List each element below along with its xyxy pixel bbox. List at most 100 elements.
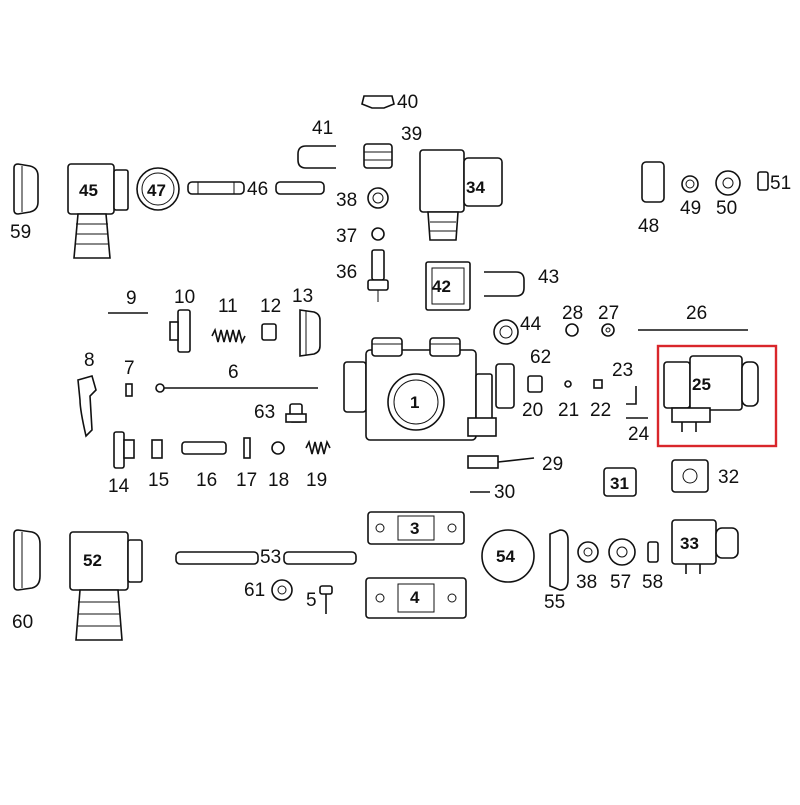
label-52: 52: [83, 551, 102, 570]
part-6[interactable]: [155, 383, 318, 393]
part-10[interactable]: [169, 309, 191, 353]
label-8: 8: [84, 350, 95, 371]
part-63[interactable]: [285, 403, 307, 423]
label-50: 50: [716, 198, 737, 219]
label-22: 22: [590, 400, 611, 421]
part-52[interactable]: [69, 531, 143, 641]
part-58[interactable]: [647, 541, 659, 563]
part-29[interactable]: [467, 455, 535, 469]
part-31[interactable]: [603, 467, 637, 497]
part-14[interactable]: [113, 431, 135, 469]
part-61[interactable]: [271, 579, 293, 601]
part-23[interactable]: [626, 386, 637, 405]
label-25: 25: [692, 375, 711, 394]
part-45[interactable]: [67, 163, 129, 259]
label-57: 57: [610, 572, 631, 593]
part-60[interactable]: [13, 529, 41, 591]
label-49: 49: [680, 198, 701, 219]
part-43[interactable]: [484, 271, 525, 297]
label-54: 54: [496, 547, 515, 566]
label-19: 19: [306, 470, 327, 491]
part-48[interactable]: [641, 161, 665, 203]
part-34[interactable]: [419, 149, 503, 241]
label-53: 53: [260, 547, 281, 568]
part-20[interactable]: [527, 375, 543, 393]
part-21[interactable]: [564, 380, 572, 388]
label-31: 31: [610, 474, 629, 493]
part-13[interactable]: [299, 309, 321, 357]
part-39[interactable]: [363, 143, 393, 169]
label-21: 21: [558, 400, 579, 421]
label-11: 11: [218, 296, 238, 317]
part-25-solenoid[interactable]: [663, 355, 759, 432]
part-27[interactable]: [601, 323, 615, 337]
part-19[interactable]: [305, 439, 331, 455]
label-60: 60: [12, 612, 33, 633]
label-34: 34: [466, 178, 485, 197]
part-38[interactable]: [367, 187, 389, 209]
label-41: 41: [312, 118, 333, 139]
label-9: 9: [126, 288, 137, 309]
label-14: 14: [108, 476, 130, 497]
label-5: 5: [306, 590, 317, 611]
part-50[interactable]: [715, 170, 741, 196]
part-44[interactable]: [493, 319, 519, 345]
part-22[interactable]: [593, 379, 603, 389]
label-39: 39: [401, 124, 422, 145]
label-33: 33: [680, 534, 699, 553]
part-54[interactable]: [481, 529, 535, 583]
label-29: 29: [542, 454, 563, 475]
part-51[interactable]: [757, 171, 769, 191]
label-51: 51: [770, 173, 791, 194]
part-3-gasket[interactable]: [367, 511, 465, 545]
label-43: 43: [538, 267, 559, 288]
label-37: 37: [336, 226, 357, 247]
label-40: 40: [397, 92, 418, 113]
part-16[interactable]: [181, 441, 227, 455]
part-8[interactable]: [77, 375, 97, 438]
label-3: 3: [410, 519, 419, 538]
label-36: 36: [336, 262, 357, 283]
label-10: 10: [174, 287, 195, 308]
part-57[interactable]: [608, 538, 636, 566]
label-32: 32: [718, 467, 739, 488]
part-4-gasket[interactable]: [365, 577, 467, 619]
part-47[interactable]: [136, 167, 180, 211]
part-53[interactable]: [175, 551, 357, 565]
part-49[interactable]: [681, 175, 699, 193]
part-body-right-seal[interactable]: [495, 363, 515, 409]
part-55[interactable]: [549, 529, 569, 591]
part-37[interactable]: [371, 227, 385, 241]
part-7[interactable]: [125, 383, 133, 397]
part-12[interactable]: [261, 323, 277, 341]
part-42[interactable]: [425, 261, 471, 311]
part-11[interactable]: [211, 327, 246, 345]
label-18: 18: [268, 470, 289, 491]
label-48: 48: [638, 216, 659, 237]
part-40[interactable]: [361, 95, 395, 109]
label-46: 46: [247, 179, 268, 200]
part-28[interactable]: [565, 323, 579, 337]
part-41[interactable]: [297, 145, 336, 169]
part-17[interactable]: [243, 437, 251, 459]
label-44: 44: [520, 314, 542, 335]
label-42: 42: [432, 277, 451, 296]
part-46[interactable]: [187, 181, 325, 195]
label-45: 45: [79, 181, 98, 200]
label-15: 15: [148, 470, 169, 491]
part-36[interactable]: [367, 249, 389, 302]
part-18[interactable]: [271, 441, 285, 455]
label-20: 20: [522, 400, 543, 421]
part-33[interactable]: [671, 519, 739, 574]
label-7: 7: [124, 358, 135, 379]
label-4: 4: [410, 588, 420, 607]
part-59[interactable]: [13, 163, 39, 215]
label-16: 16: [196, 470, 217, 491]
part-5[interactable]: [319, 585, 333, 614]
part-1-valve-body[interactable]: [343, 337, 497, 441]
part-38-lower[interactable]: [577, 541, 599, 563]
label-28: 28: [562, 303, 583, 324]
part-15[interactable]: [151, 439, 163, 459]
part-32[interactable]: [671, 459, 709, 493]
